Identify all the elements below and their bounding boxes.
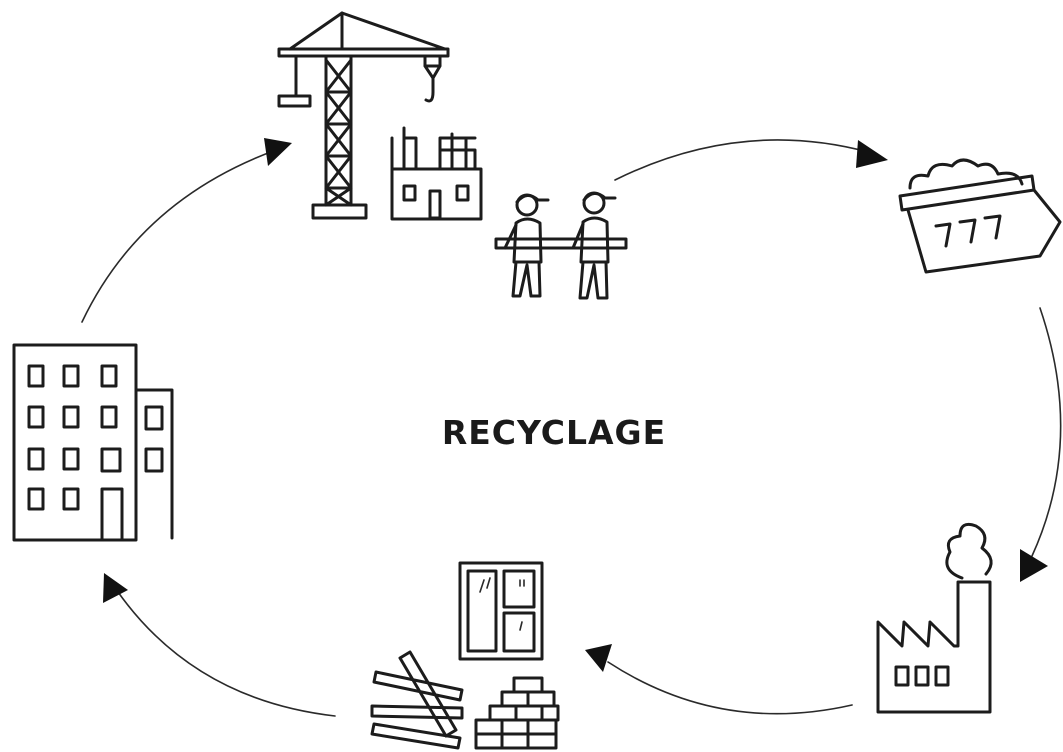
flow-arrow-skip-to-factory bbox=[1020, 307, 1062, 582]
workers-carrying-beam-icon bbox=[494, 191, 628, 300]
wood-planks-icon bbox=[370, 650, 464, 750]
flow-arrow-factory-to-materials bbox=[585, 644, 853, 715]
flow-arrow-materials-to-building bbox=[103, 573, 336, 717]
building-under-construction-icon bbox=[390, 126, 483, 221]
building-icon bbox=[12, 343, 174, 542]
window-frame-icon bbox=[458, 561, 544, 661]
factory-icon bbox=[876, 522, 993, 714]
brick-pile-icon bbox=[474, 676, 560, 750]
center-label: RECYCLAGE bbox=[442, 413, 666, 452]
flow-arrow-building-to-construction bbox=[81, 138, 292, 323]
flow-arrow-construction-to-skip bbox=[614, 139, 888, 181]
construction-crane-icon bbox=[277, 11, 450, 220]
waste-skip-icon bbox=[898, 158, 1062, 274]
